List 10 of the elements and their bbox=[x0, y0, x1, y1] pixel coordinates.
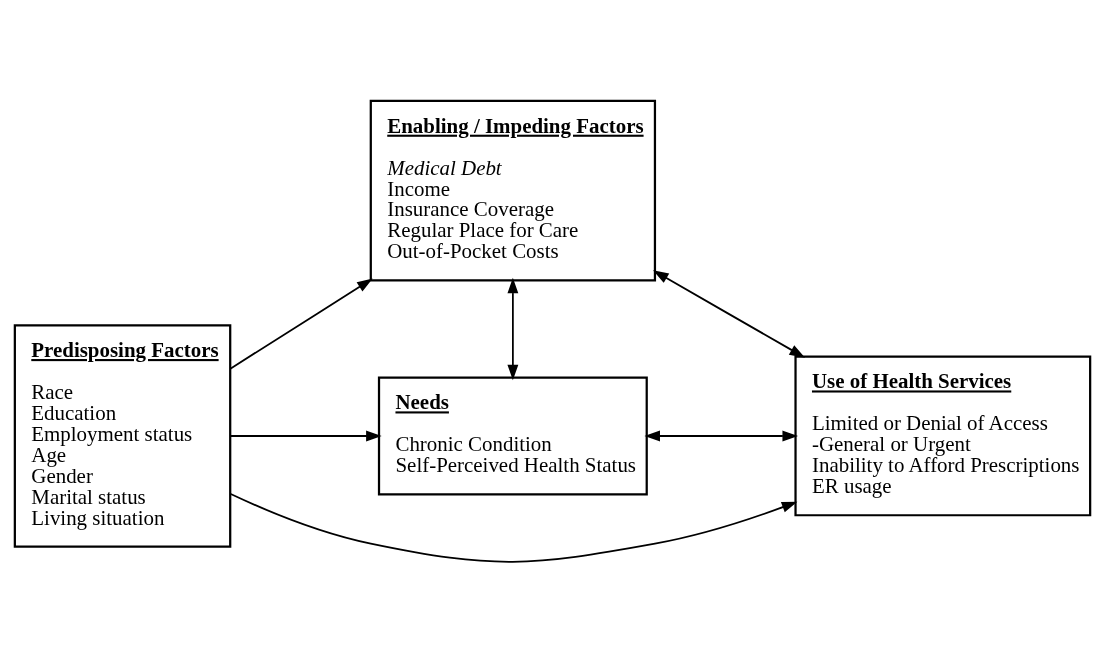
arrow bbox=[229, 278, 373, 370]
node-box: Enabling / Impeding Factors Medical Debt Income Insurance Coverage Regular Place for Care Out-of-Pocket Costs bbox=[369, 99, 657, 282]
arrow bbox=[507, 277, 519, 380]
arrow bbox=[653, 269, 806, 358]
node-box: Needs Chronic Condition Self-Perceived Health Status bbox=[377, 376, 648, 495]
node-box: Use of Health Services Limited or Denial of Access -General or Urgent Inability to Afford Prescriptions ER usage bbox=[794, 355, 1092, 516]
arrow bbox=[229, 492, 798, 563]
node-box: Predisposing Factors Race Education Employment status Age Gender Marital status Living situation bbox=[13, 323, 232, 548]
arrow bbox=[229, 430, 382, 441]
arrow bbox=[644, 430, 798, 441]
